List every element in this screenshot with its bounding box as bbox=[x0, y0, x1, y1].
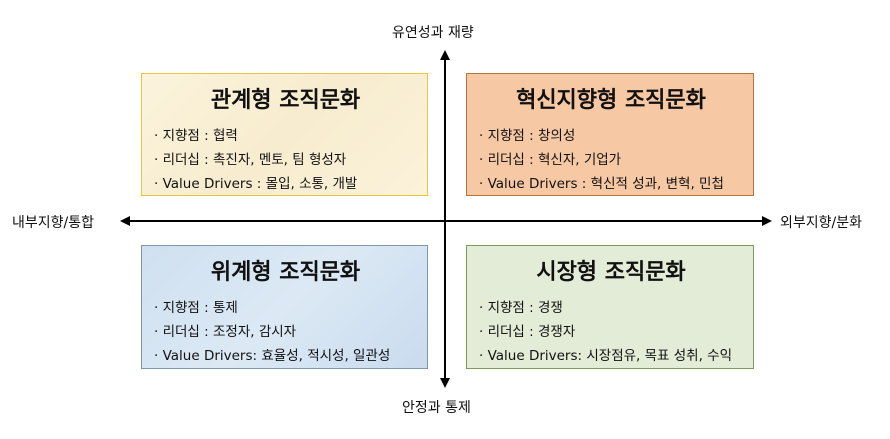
quadrant-hierarchy-culture: 위계형 조직문화 · 지향점 : 통제 · 리더십 : 조정자, 감시자 · V… bbox=[141, 245, 428, 369]
quadrant-market-culture: 시장형 조직문화 · 지향점 : 경쟁 · 리더십 : 경쟁자 · Value … bbox=[466, 245, 754, 369]
quadrant-title: 관계형 조직문화 bbox=[210, 88, 361, 113]
value-drivers-line: · Value Drivers : 몰입, 소통, 개발 bbox=[154, 176, 358, 192]
quadrant-relation-culture: 관계형 조직문화 · 지향점 : 협력 · 리더십 : 촉진자, 멘토, 팀 형… bbox=[141, 73, 428, 196]
orientation-line: · 지향점 : 경쟁 bbox=[479, 300, 563, 316]
horizontal-axis-line bbox=[128, 220, 764, 222]
quadrant-title: 시장형 조직문화 bbox=[536, 260, 686, 285]
arrow-right-icon bbox=[762, 216, 772, 226]
value-drivers-line: · Value Drivers: 시장점유, 목표 성취, 수익 bbox=[479, 348, 733, 364]
axis-label-left: 내부지향/통합 bbox=[12, 215, 94, 231]
orientation-line: · 지향점 : 협력 bbox=[154, 128, 238, 144]
quadrant-innovation-culture: 혁신지향형 조직문화 · 지향점 : 창의성 · 리더십 : 혁신자, 기업가 … bbox=[466, 73, 754, 196]
value-drivers-line: · Value Drivers : 혁신적 성과, 변혁, 민첩 bbox=[479, 176, 724, 192]
value-drivers-line: · Value Drivers: 효율성, 적시성, 일관성 bbox=[154, 348, 391, 364]
arrow-left-icon bbox=[120, 216, 130, 226]
orientation-line: · 지향점 : 통제 bbox=[154, 300, 238, 316]
quadrant-title: 위계형 조직문화 bbox=[210, 260, 361, 285]
leadership-line: · 리더십 : 경쟁자 bbox=[479, 324, 576, 340]
quadrant-title: 혁신지향형 조직문화 bbox=[516, 88, 706, 113]
leadership-line: · 리더십 : 촉진자, 멘토, 팀 형성자 bbox=[154, 152, 347, 168]
axis-label-right: 외부지향/분화 bbox=[780, 215, 862, 231]
arrow-up-icon bbox=[440, 50, 450, 60]
vertical-axis-line bbox=[444, 58, 446, 380]
axis-label-bottom: 안정과 통제 bbox=[402, 400, 471, 416]
orientation-line: · 지향점 : 창의성 bbox=[479, 128, 576, 144]
leadership-line: · 리더십 : 혁신자, 기업가 bbox=[479, 152, 622, 168]
leadership-line: · 리더십 : 조정자, 감시자 bbox=[154, 324, 297, 340]
axis-label-top: 유연성과 재량 bbox=[392, 25, 474, 41]
arrow-down-icon bbox=[440, 378, 450, 388]
